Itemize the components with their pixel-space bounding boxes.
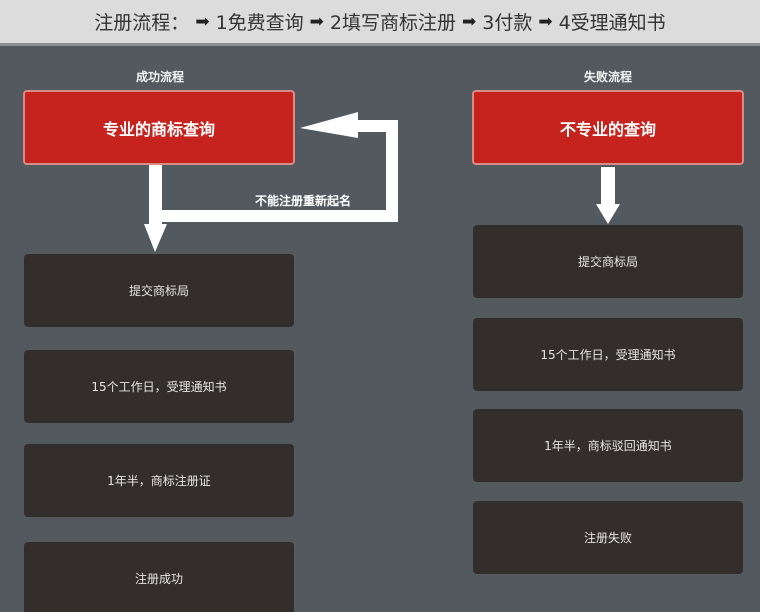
arrow-down-icon [144, 164, 167, 252]
header-step-3: 3付款 [482, 12, 533, 34]
success-flow-title: 成功流程 [135, 70, 184, 84]
failure-step-3: 1年半，商标驳回通知书 [473, 409, 743, 482]
success-step-3: 1年半，商标注册证 [24, 444, 294, 517]
process-header: 注册流程： ➡ 1免费查询 ➡ 2填写商标注册 ➡ 3付款 ➡ 4受理通知书 [0, 0, 760, 46]
arrow-right-icon: ➡ [309, 11, 324, 32]
success-start-box: 专业的商标查询 [23, 90, 295, 165]
arrow-down-icon [596, 167, 620, 224]
failure-step-1: 提交商标局 [473, 225, 743, 298]
arrow-right-icon: ➡ [462, 11, 477, 32]
loop-back-arrow-icon [162, 112, 398, 222]
success-step-4: 注册成功 [24, 542, 294, 612]
header-step-4: 4受理通知书 [558, 12, 666, 34]
failure-start-box: 不专业的查询 [472, 90, 744, 165]
failure-step-4: 注册失败 [473, 501, 743, 574]
loop-label: 不能注册重新起名 [255, 194, 352, 208]
failure-step-2: 15个工作日，受理通知书 [473, 318, 743, 391]
header-step-1: 1免费查询 [215, 12, 304, 34]
arrow-right-icon: ➡ [538, 11, 553, 32]
failure-flow-title: 失败流程 [583, 70, 632, 84]
arrow-right-icon: ➡ [195, 11, 210, 32]
success-step-1: 提交商标局 [24, 254, 294, 327]
header-label: 注册流程： [94, 12, 190, 34]
header-step-2: 2填写商标注册 [329, 12, 456, 34]
success-step-2: 15个工作日，受理通知书 [24, 350, 294, 423]
